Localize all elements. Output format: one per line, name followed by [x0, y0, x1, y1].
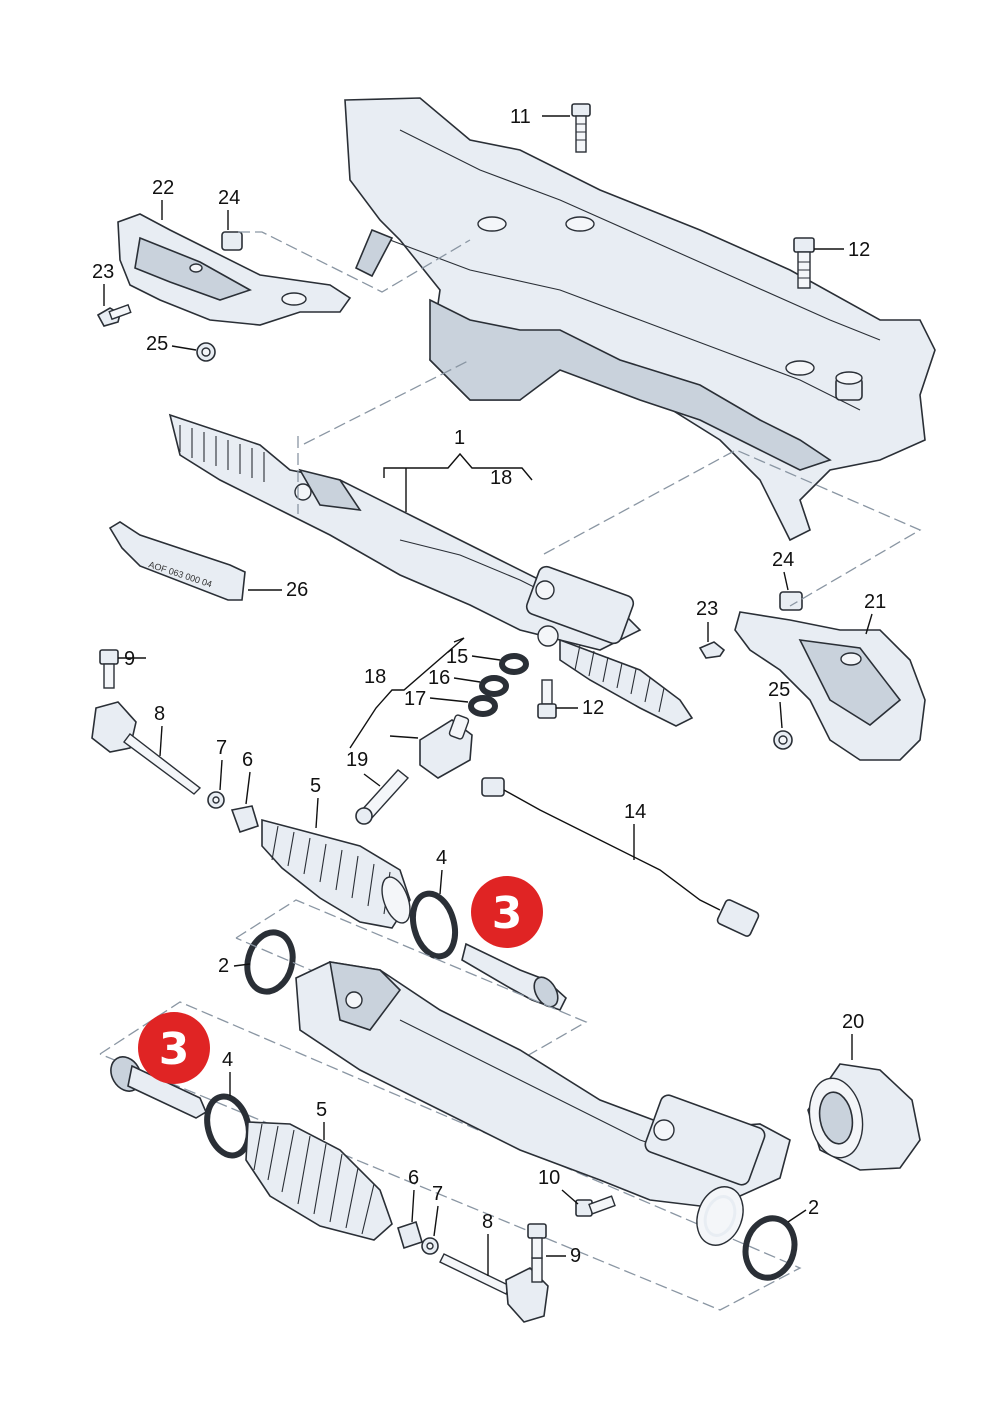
- callout-4-upper: 4: [436, 847, 447, 869]
- callout-19: 19: [346, 749, 368, 771]
- callout-23-right: 23: [696, 598, 718, 620]
- callout-24-right: 24: [772, 549, 794, 571]
- callout-6-upper: 6: [242, 749, 253, 771]
- callout-22: 22: [152, 177, 174, 199]
- boot-upper: [261, 818, 411, 929]
- highlight-badge-lower: 3: [138, 1012, 210, 1084]
- right-mounting-bracket: [698, 591, 926, 761]
- seal-rings-15-17: [468, 653, 529, 717]
- clamp-upper: [409, 890, 459, 960]
- highlight-badge-upper: 3: [471, 876, 543, 948]
- callout-12-lower: 12: [582, 697, 604, 719]
- callout-25-right: 25: [768, 679, 790, 701]
- callout-18-lower: 18: [364, 666, 386, 688]
- callout-10: 10: [538, 1167, 560, 1189]
- callout-2-upper: 2: [218, 955, 229, 977]
- inner-tie-rod-upper: [461, 942, 567, 1011]
- bolt-12-lower: [537, 679, 557, 719]
- nut-7-lower: [421, 1237, 439, 1255]
- valve-19: [355, 714, 473, 825]
- badge-3-upper: 3: [492, 888, 523, 939]
- callouts: 11 12 22 24 23 25 1 18 26 24 21 23 25 9 …: [92, 106, 886, 1276]
- tie-rod-end-lower: [439, 1223, 549, 1323]
- callout-7-upper: 7: [216, 737, 227, 759]
- bolt-10: [575, 1195, 616, 1217]
- clamp-lower: [204, 1093, 252, 1159]
- boot-lower: [245, 1121, 393, 1241]
- callout-9-lower: 9: [570, 1245, 581, 1267]
- dust-cap-20: [807, 1063, 921, 1171]
- tie-rod-end-upper: [91, 649, 259, 834]
- bolt-11: [571, 103, 591, 153]
- bolt-12-upper: [793, 237, 815, 289]
- callout-26: 26: [286, 579, 308, 601]
- subframe-crossmember: [344, 97, 936, 542]
- callout-20: 20: [842, 1011, 864, 1033]
- callout-5-upper: 5: [310, 775, 321, 797]
- callout-18-upper: 18: [490, 467, 512, 489]
- left-mounting-bracket: [96, 213, 352, 362]
- callout-7-lower: 7: [432, 1183, 443, 1205]
- rack-housing-lower: [295, 961, 791, 1246]
- grease-tube-26: AOF 063 000 04: [108, 521, 246, 601]
- callout-5-lower: 5: [316, 1099, 327, 1121]
- callout-4-lower: 4: [222, 1049, 233, 1071]
- callout-14: 14: [624, 801, 646, 823]
- clip-6-lower: [397, 1220, 423, 1250]
- inner-tie-rod-lower: [110, 1056, 208, 1119]
- callout-23-left: 23: [92, 261, 114, 283]
- callout-15: 15: [446, 646, 468, 668]
- callout-9-upper: 9: [124, 648, 135, 670]
- callout-16: 16: [428, 667, 450, 689]
- callout-1: 1: [454, 427, 465, 449]
- o-ring-upper: [244, 929, 296, 995]
- callout-8-upper: 8: [154, 703, 165, 725]
- callout-21: 21: [864, 591, 886, 613]
- callout-6-lower: 6: [408, 1167, 419, 1189]
- o-ring-lower: [742, 1215, 798, 1281]
- callout-12-upper: 12: [848, 239, 870, 261]
- callout-8-lower: 8: [482, 1211, 493, 1233]
- callout-2-lower: 2: [808, 1197, 819, 1219]
- callout-17: 17: [404, 688, 426, 710]
- callout-25-left: 25: [146, 333, 168, 355]
- sensor-14: [481, 777, 760, 937]
- callout-24-left: 24: [218, 187, 240, 209]
- callout-11: 11: [510, 106, 531, 128]
- steering-rack-assembled: [168, 413, 694, 727]
- badge-3-lower: 3: [159, 1024, 190, 1075]
